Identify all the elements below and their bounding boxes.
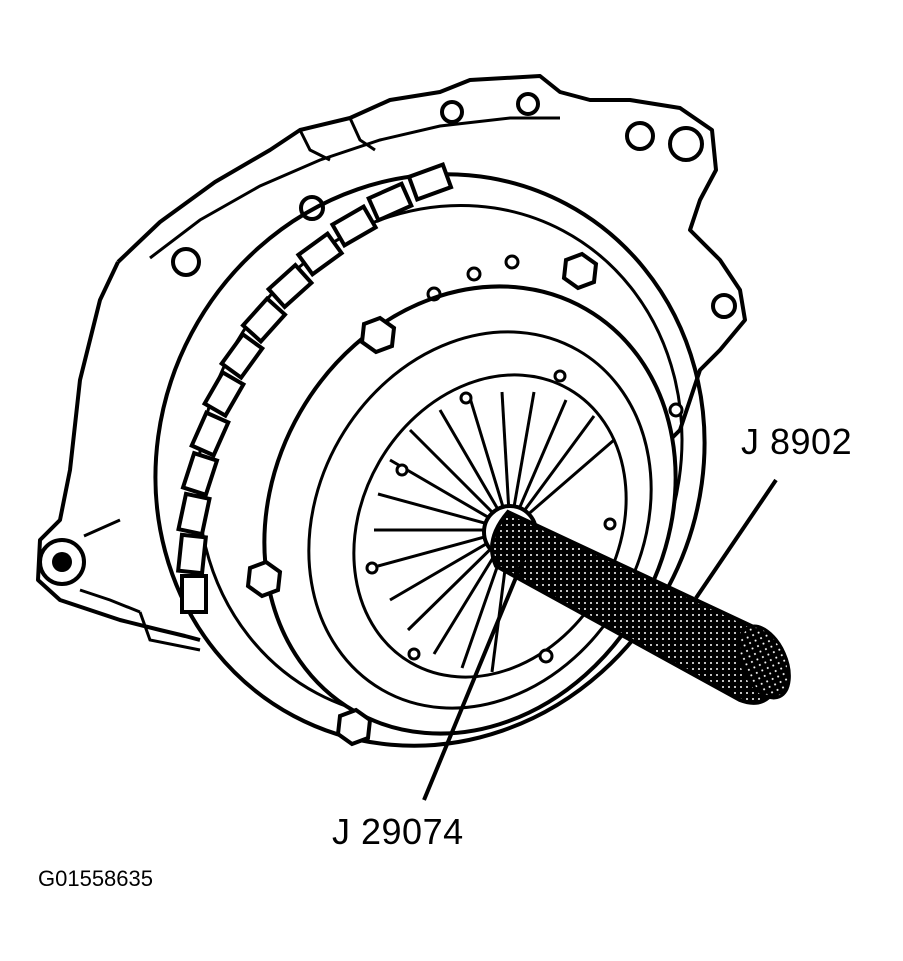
housing-outline: [36, 74, 747, 642]
housing-hole: [299, 195, 325, 221]
mount-boss-hole: [52, 552, 72, 572]
figure-id: G01558635: [38, 866, 153, 891]
housing-hole: [440, 100, 464, 124]
housing-inner-edge: [149, 116, 560, 260]
ring-gear-teeth: [175, 162, 454, 614]
cover-hole: [466, 266, 482, 282]
cover-bolts: [245, 251, 599, 747]
housing-hole: [625, 121, 655, 151]
label-j8902: J 8902: [741, 421, 853, 462]
alignment-tool-end: [737, 624, 791, 700]
leader-j8902: [694, 478, 778, 600]
label-j29074: J 29074: [332, 811, 464, 852]
housing-hole: [516, 92, 540, 116]
cover-hole: [426, 286, 442, 302]
cover-hole: [504, 254, 520, 270]
diaphragm-rivets: [365, 369, 684, 664]
housing-lower: [79, 518, 201, 652]
housing-hole: [711, 293, 737, 319]
leader-j29074: [422, 557, 526, 801]
housing-hole: [171, 247, 201, 277]
mount-boss: [38, 538, 86, 586]
housing-hole: [668, 126, 704, 162]
